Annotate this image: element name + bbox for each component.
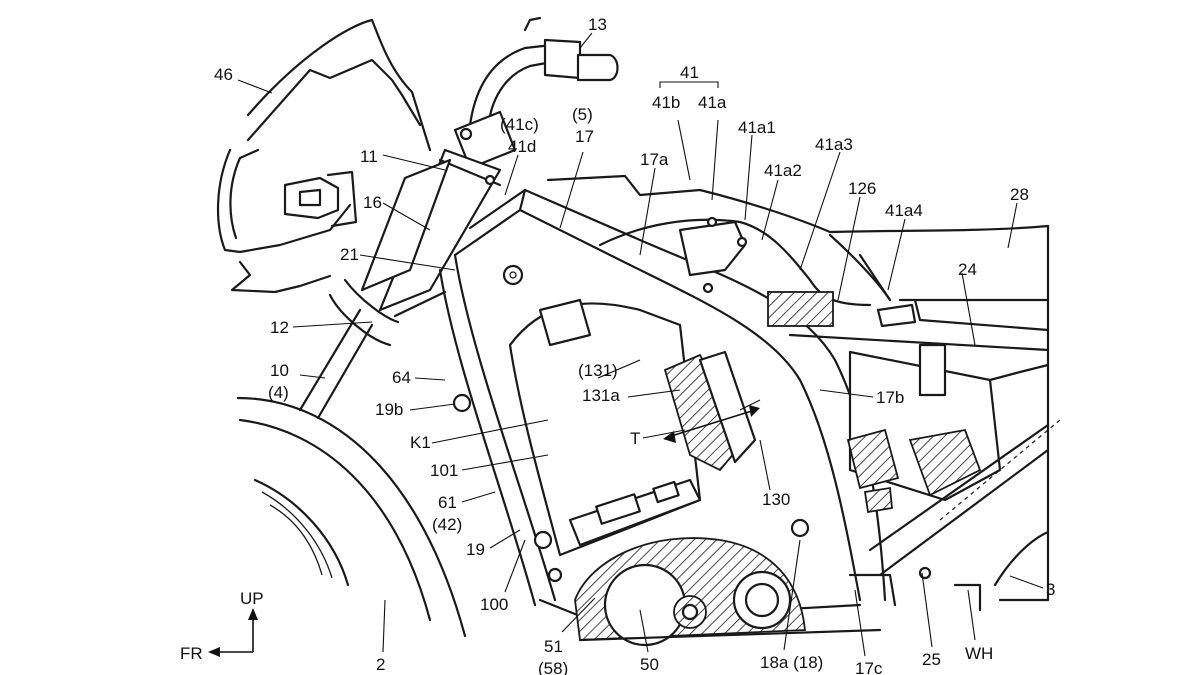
handlebar [468,16,619,132]
label-51: 51 [544,637,563,656]
label-19b: 19b [375,400,403,419]
label-fr: FR [180,644,203,663]
label-131a: 131a [582,386,620,405]
label-126: 126 [848,179,876,198]
label-24: 24 [958,260,977,279]
label-41b: 41b [652,93,680,112]
label-17c: 17c [855,659,883,675]
reference-labels: 46 13 41 41b 41a (41c) (5) 41d 17 17a 41… [180,15,1055,675]
battery-case [508,298,761,557]
label-58: (58) [538,659,568,675]
label-64: 64 [392,368,411,387]
label-10: 10 [270,361,289,380]
label-2: 2 [376,655,385,674]
label-42: (42) [432,515,462,534]
leader-lines [237,32,1044,657]
label-101: 101 [430,461,458,480]
label-13: 13 [588,15,607,34]
arrow-up-icon [248,608,258,652]
label-131: (131) [578,361,618,380]
label-11: 11 [360,147,378,166]
label-19: 19 [466,540,485,559]
label-28: 28 [1010,185,1029,204]
label-41: 41 [680,63,699,82]
label-21: 21 [340,245,359,264]
label-61: 61 [438,493,457,512]
label-100: 100 [480,595,508,614]
label-46: 46 [214,65,233,84]
label-41d: 41d [508,137,536,156]
engine-unit [574,537,882,647]
label-17a: 17a [640,150,669,169]
label-41a2: 41a2 [764,161,802,180]
label-wh: WH [965,644,993,663]
label-41a3: 41a3 [815,135,853,154]
label-16: 16 [363,193,382,212]
label-17: 17 [575,127,594,146]
label-41a1: 41a1 [738,118,776,137]
arrow-t-icon [663,405,760,443]
label-t: T [630,429,640,448]
label-12: 12 [270,318,289,337]
label-5: (5) [572,105,593,124]
label-25: 25 [922,650,941,669]
label-4: (4) [268,383,289,402]
label-50: 50 [640,655,659,674]
front-fender [236,396,467,638]
label-18a: 18a (18) [760,653,823,672]
label-k1: K1 [410,433,431,452]
steering-stem [298,110,517,420]
label-17b: 17b [876,388,904,407]
label-up: UP [240,589,264,608]
label-41a4: 41a4 [885,201,923,220]
rear-subframe [846,343,1061,612]
label-41c: (41c) [500,115,539,134]
arrow-left-icon [208,647,253,657]
label-3: 3 [1046,580,1055,599]
label-41a: 41a [698,93,727,112]
front-cowl [216,18,432,294]
label-130: 130 [762,490,790,509]
seat-assembly [546,174,1050,602]
